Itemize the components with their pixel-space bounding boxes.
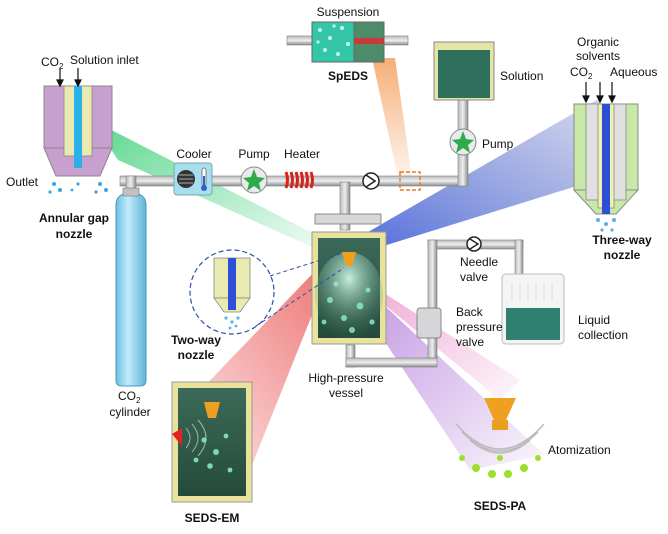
three-way-drops [596, 218, 616, 232]
label-co2-annular: CO2 [41, 55, 64, 71]
pipe-needle-vertical [427, 239, 438, 359]
high-pressure-vessel [311, 213, 387, 345]
annular-spray-drops [48, 182, 108, 194]
solution-reservoir [433, 41, 495, 156]
co2-cylinder-body [115, 192, 147, 387]
label-solution-inlet: Solution inlet [70, 53, 139, 67]
pipe-bottom-return [345, 357, 438, 368]
label-annular-gap-2: nozzle [56, 227, 93, 241]
beam-orange-spedds [372, 58, 412, 178]
seds-em-particles [193, 433, 233, 473]
label-seds-em: SEDS-EM [185, 511, 240, 525]
label-two-way-1: Two-way [171, 333, 221, 347]
spedds-junction-dashed [399, 171, 421, 191]
seds-em-emitter-icon [172, 428, 182, 446]
vessel-lid [314, 213, 382, 225]
seds-em-figure [171, 381, 253, 503]
label-heater: Heater [284, 147, 320, 161]
label-three-way-2: nozzle [604, 248, 641, 262]
back-pressure-valve-icon [416, 307, 442, 339]
three-way-core [602, 104, 610, 214]
three-way-inlet-arrows [582, 82, 616, 104]
main-pump-star [243, 169, 265, 191]
pipe-needle-to-collection [514, 239, 524, 277]
label-pump-main: Pump [238, 147, 270, 161]
seds-em-nozzle-icon [204, 402, 220, 418]
label-liquid-2: collection [578, 328, 628, 342]
label-back-2: pressure [456, 320, 503, 334]
suspension-particles [316, 24, 350, 56]
pipe-suspension-left [286, 35, 314, 46]
label-needle-1: Needle [460, 255, 498, 269]
label-vessel: vessel [329, 386, 363, 400]
vessel-spray [315, 252, 383, 340]
valves [416, 236, 482, 339]
label-seds-pa: SEDS-PA [474, 499, 527, 513]
label-cylinder: cylinder [109, 405, 150, 419]
label-cylinder-co2: CO2 [118, 389, 141, 405]
label-co2-three-way: CO2 [570, 65, 593, 81]
label-solution: Solution [500, 69, 543, 83]
label-needle-2: valve [460, 270, 488, 284]
seds-pa-droplets [459, 455, 541, 478]
label-back-1: Back [456, 305, 484, 319]
label-aqueous: Aqueous [610, 65, 657, 79]
label-two-way-2: nozzle [178, 348, 215, 362]
pipe-suspension-right [381, 35, 409, 46]
annular-inlet-arrows [56, 68, 82, 88]
pipe-to-vessel [339, 181, 351, 231]
three-way-nozzle-figure [572, 82, 640, 232]
label-spedds: SpEDS [328, 69, 368, 83]
needle-valve-icon [466, 236, 482, 252]
heater-coil-icon [284, 171, 314, 189]
seds-pa-figure [455, 398, 545, 478]
label-organic: Organic [577, 35, 619, 49]
label-cooler: Cooler [176, 147, 211, 161]
label-atomization: Atomization [548, 443, 611, 457]
vessel-particles [321, 281, 375, 333]
label-outlet: Outlet [6, 175, 39, 189]
two-way-core [228, 258, 236, 310]
beam-blue-three-way [330, 98, 612, 262]
annular-gap-nozzle-figure [43, 68, 113, 194]
seds-pa-nozzle-icon [484, 398, 516, 420]
label-liquid-1: Liquid [578, 313, 610, 327]
label-solvents: solvents [576, 49, 620, 63]
label-high-pressure: High-pressure [308, 371, 384, 385]
check-valve-icon [362, 172, 380, 190]
beam-purple-seds-pa [336, 268, 545, 470]
label-annular-gap-1: Annular gap [39, 211, 109, 225]
solution-pump-star [452, 131, 474, 153]
annular-center-tube [74, 86, 82, 168]
label-pump-solution: Pump [482, 137, 514, 151]
main-line-components [173, 162, 421, 196]
label-back-3: valve [456, 335, 484, 349]
label-suspension: Suspension [317, 5, 380, 19]
liquid-collection [501, 273, 565, 345]
two-way-nozzle-inset [189, 249, 345, 335]
label-three-way-1: Three-way [592, 233, 652, 247]
liquid-collection-liquid [506, 308, 560, 340]
seds-pa-wave-arcs [455, 423, 545, 454]
solution-liquid [438, 50, 490, 98]
co2-cylinder [115, 187, 147, 387]
text-labels: Suspension SpEDS Solution Pump CO2 Solut… [6, 5, 657, 525]
vessel-nozzle-icon [342, 252, 356, 266]
suspension-plunger-band [354, 38, 384, 44]
suspension-cell [311, 21, 385, 63]
